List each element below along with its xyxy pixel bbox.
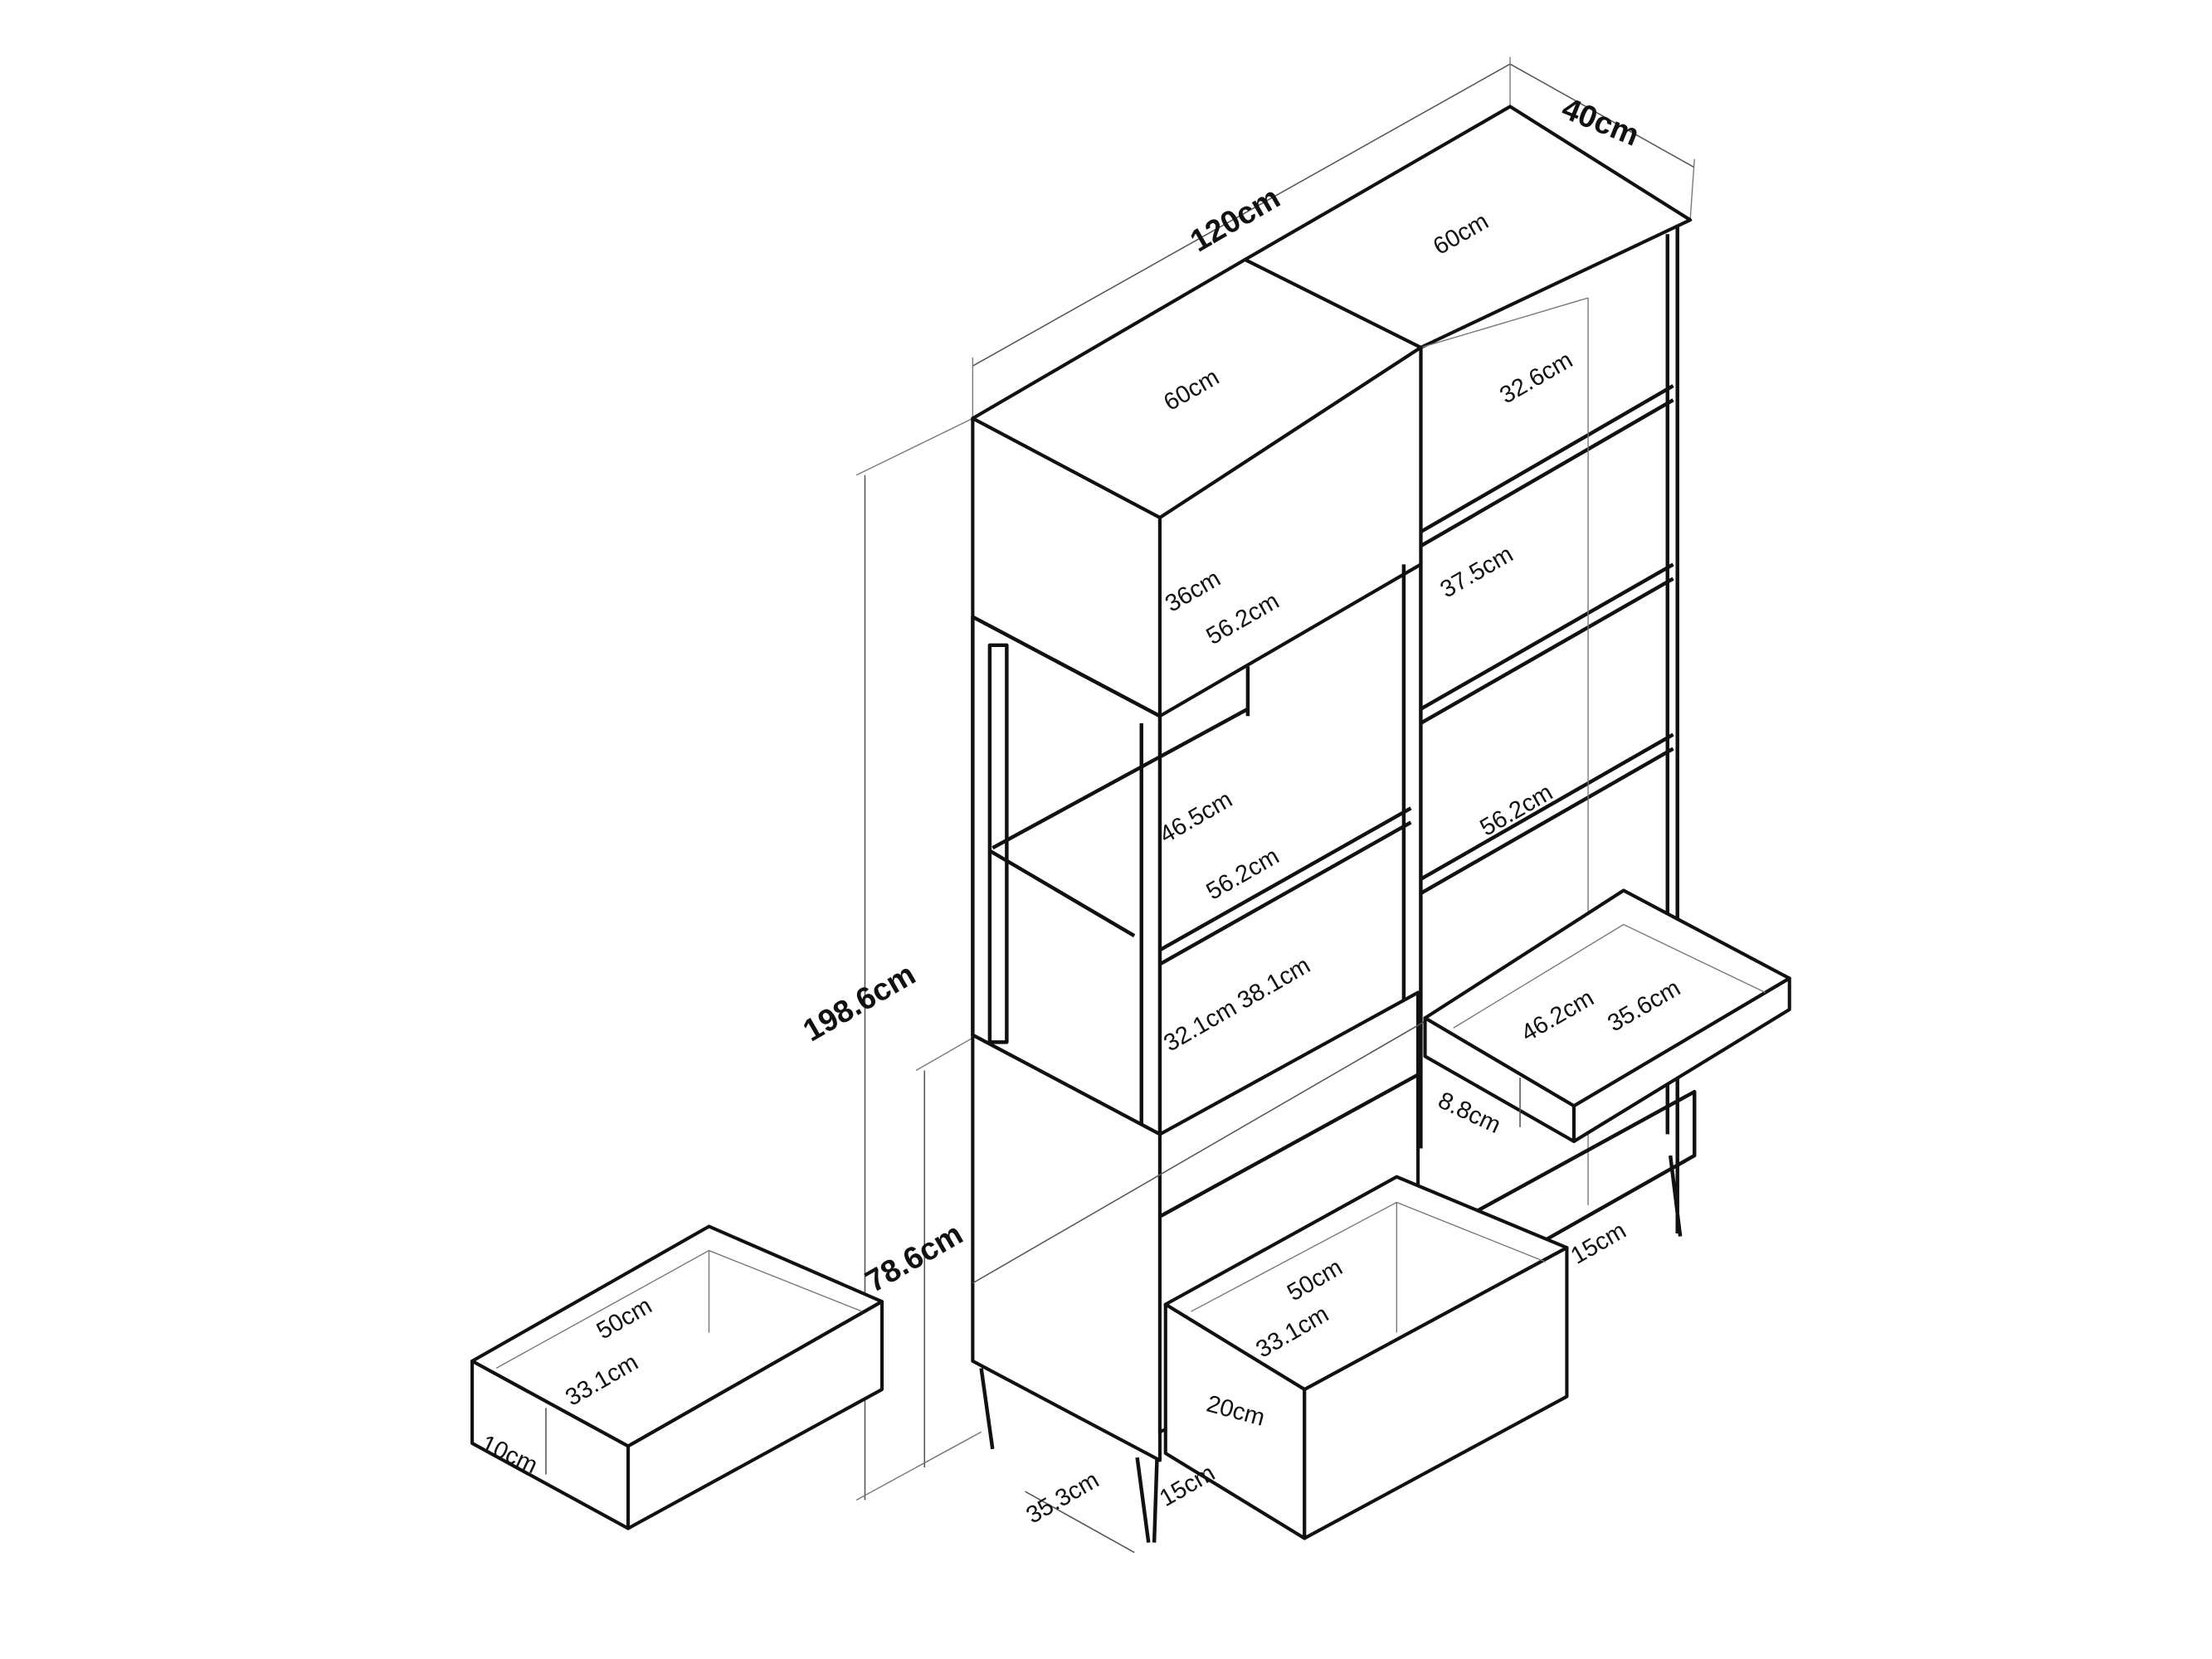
label-right-shelf-width: 56.2cm (1476, 779, 1558, 841)
right-drawer (1423, 888, 1791, 1144)
right-bookcase-module (1243, 105, 1697, 1278)
label-leg-depth: 35.3cm (1022, 1467, 1104, 1529)
label-right-shelf-1: 32.6cm (1495, 347, 1577, 409)
label-left-low-depth: 38.1cm (1233, 952, 1315, 1014)
label-left-low-height: 32.1cm (1159, 995, 1241, 1057)
label-left-mid-height: 46.5cm (1155, 786, 1237, 849)
label-right-leg-height: 15cm (1566, 1217, 1631, 1269)
bottom-drawer (1163, 1175, 1569, 1540)
label-left-mid-width: 56.2cm (1202, 843, 1284, 905)
loose-drawer (470, 1224, 884, 1530)
label-right-shelf-2: 37.5cm (1436, 541, 1518, 603)
label-total-height: 198.6cm (797, 956, 921, 1048)
label-lower-height: 78.6cm (860, 1216, 968, 1299)
